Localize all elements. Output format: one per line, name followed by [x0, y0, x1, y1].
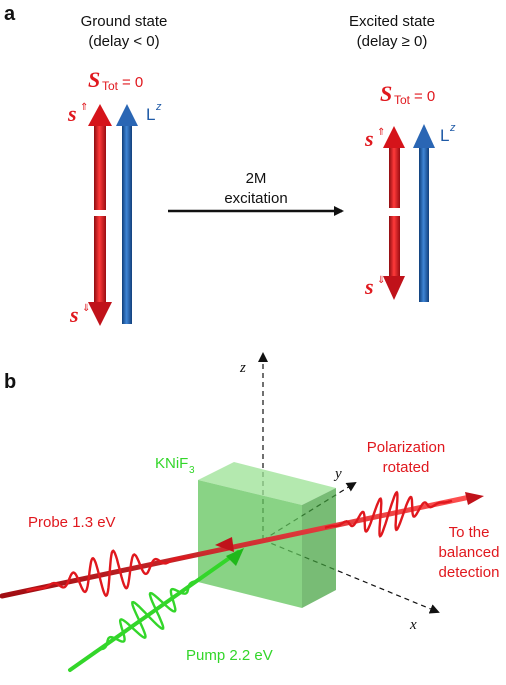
excited-spin-down-label: s ⇓ [364, 274, 385, 299]
excited-spin-up-label: s ⇑ [364, 126, 385, 151]
svg-text:z: z [449, 122, 456, 134]
svg-text:= 0: = 0 [122, 74, 143, 91]
ground-spin-down-arrow [88, 216, 112, 326]
ground-stot-label: S Tot = 0 [88, 67, 143, 93]
ground-state-subtitle: (delay < 0) [88, 33, 159, 50]
svg-text:S: S [88, 67, 100, 92]
panel-a-letter: a [4, 3, 16, 25]
excited-stot-label: S Tot = 0 [380, 81, 435, 107]
excited-spin-down-arrow [383, 216, 405, 300]
svg-text:Tot: Tot [394, 93, 411, 107]
svg-text:KNiF: KNiF [155, 455, 188, 472]
x-axis-label: x [409, 617, 417, 633]
excited-state-subtitle: (delay ≥ 0) [357, 33, 428, 50]
excitation-label-line2: excitation [224, 190, 287, 207]
detection-label-line1: To the [449, 524, 490, 541]
excitation-label-line1: 2M [246, 170, 267, 187]
crystal-label: KNiF 3 [155, 455, 195, 476]
pump-label: Pump 2.2 eV [186, 647, 273, 664]
svg-text:s: s [364, 126, 374, 151]
pump-beam [68, 548, 244, 672]
ground-lz-label: L z [146, 101, 162, 124]
svg-text:L: L [440, 126, 449, 145]
svg-text:s: s [69, 302, 79, 327]
ground-spin-up-arrow [88, 104, 112, 210]
probe-label: Probe 1.3 eV [28, 514, 116, 531]
excited-lz-label: L z [440, 122, 456, 145]
polarization-label-line1: Polarization [367, 439, 445, 456]
svg-text:⇑: ⇑ [80, 102, 88, 113]
probe-beam [0, 490, 484, 599]
y-axis-label: y [333, 466, 342, 482]
svg-text:s: s [67, 101, 77, 126]
svg-text:⇓: ⇓ [377, 275, 385, 286]
svg-text:= 0: = 0 [414, 88, 435, 105]
svg-text:3: 3 [189, 465, 195, 476]
z-axis-label: z [239, 360, 246, 376]
svg-text:Tot: Tot [102, 79, 119, 93]
ground-spin-down-label: s ⇓ [69, 302, 90, 327]
svg-text:⇓: ⇓ [82, 303, 90, 314]
svg-text:z: z [155, 101, 162, 113]
detection-label-line2: balanced [439, 544, 500, 561]
excited-state-title: Excited state [349, 13, 435, 30]
excited-spin-up-arrow [383, 126, 405, 208]
knif3-crystal [198, 462, 336, 608]
polarization-label-line2: rotated [383, 459, 430, 476]
excited-lz-arrow [413, 124, 435, 302]
ground-lz-arrow [116, 104, 138, 324]
svg-text:L: L [146, 105, 155, 124]
ground-state-title: Ground state [81, 13, 168, 30]
panel-b-letter: b [4, 371, 16, 393]
ground-spin-up-label: s ⇑ [67, 101, 88, 126]
svg-text:s: s [364, 274, 374, 299]
svg-text:S: S [380, 81, 392, 106]
detection-label-line3: detection [439, 564, 500, 581]
svg-text:⇑: ⇑ [377, 127, 385, 138]
